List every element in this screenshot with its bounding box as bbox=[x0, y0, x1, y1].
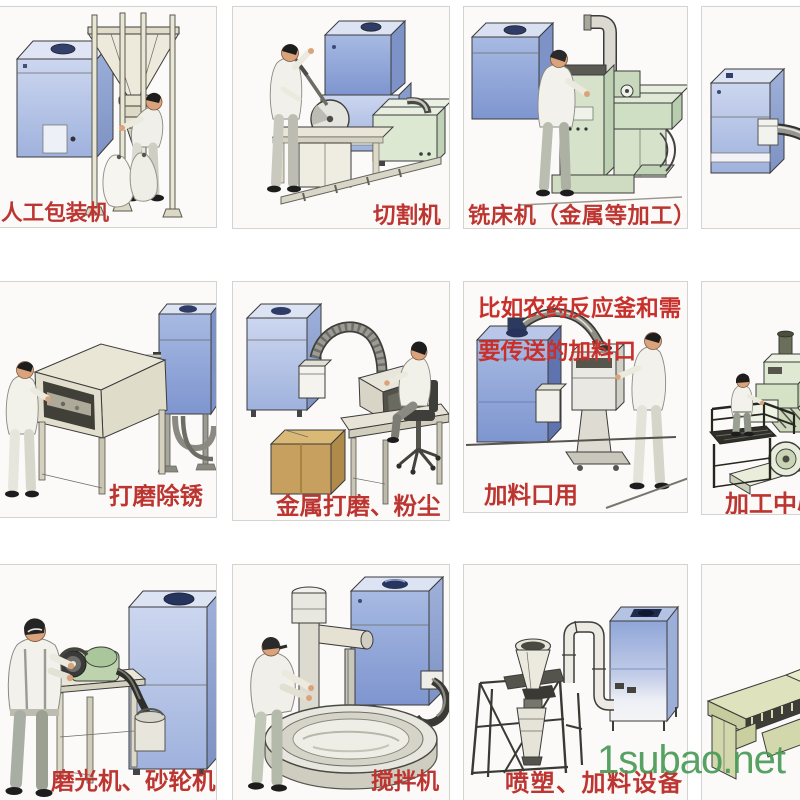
spray-feeding-illustration bbox=[470, 605, 680, 778]
grinding-booth bbox=[33, 343, 168, 495]
scene-label: 金属打磨、粉尘 bbox=[276, 493, 441, 519]
dust-collector bbox=[709, 67, 786, 175]
scene-note: 比如农药反应釜和需 要传送的加料口 bbox=[478, 287, 681, 373]
scene-polisher-grinder: 磨光机、砂轮机 bbox=[0, 564, 217, 800]
scene-label: 切割机 bbox=[373, 203, 441, 228]
worker bbox=[730, 373, 765, 437]
dust-collector bbox=[245, 302, 323, 417]
mixing-bowl bbox=[264, 704, 438, 790]
manual-packing-illustration bbox=[15, 12, 183, 218]
scene-metal-grinding: 金属打磨、粉尘 bbox=[232, 281, 450, 521]
scene-cutting-machine: 切割机 bbox=[232, 6, 450, 229]
feeder-machine bbox=[565, 342, 631, 471]
piping bbox=[562, 620, 614, 711]
feeding-port-illustration bbox=[465, 308, 687, 509]
machining-center-illustration bbox=[709, 330, 800, 495]
grinding-derusting-illustration bbox=[5, 303, 216, 498]
dust-collector bbox=[153, 303, 216, 473]
scene-label: 加工中心 bbox=[725, 491, 800, 515]
note-line-2: 要传送的加料口 bbox=[478, 339, 637, 364]
metal-grinding-illustration bbox=[245, 302, 449, 505]
suction-hose bbox=[757, 118, 800, 146]
dust-collector-illustration bbox=[709, 67, 800, 175]
scene-label: 铣床机（金属等加工） bbox=[468, 203, 688, 228]
worker bbox=[5, 618, 75, 797]
floor-line bbox=[519, 196, 683, 206]
funnel bbox=[503, 638, 565, 766]
connecting-pipe-highlight bbox=[406, 98, 429, 112]
scene-manual-packing: 人工包装机 bbox=[0, 6, 217, 228]
worker bbox=[248, 637, 314, 792]
milling-machine-illustration bbox=[470, 14, 687, 206]
scene-label: 打磨除锈 bbox=[109, 483, 203, 509]
support-frame bbox=[84, 12, 183, 218]
scene-label: 喷塑、加料设备 bbox=[505, 770, 684, 797]
polisher-grinder-illustration bbox=[5, 590, 216, 797]
worker bbox=[615, 332, 670, 490]
scene-milling-machine: 铣床机（金属等加工） bbox=[463, 6, 688, 229]
floor-edge bbox=[605, 477, 687, 509]
worker bbox=[536, 49, 590, 197]
scene-dust-collector-unit bbox=[701, 6, 800, 229]
outlet-container bbox=[534, 383, 568, 423]
scene-grinding-derusting: 打磨除锈 bbox=[0, 281, 217, 518]
work-table bbox=[706, 669, 800, 780]
worker bbox=[384, 341, 432, 443]
scene-worktable bbox=[701, 564, 800, 800]
scene-label: 磨光机、砂轮机 bbox=[51, 768, 216, 794]
hose-and-bucket bbox=[115, 667, 166, 752]
exhaust-pipe bbox=[583, 14, 617, 75]
worktable-illustration bbox=[706, 669, 800, 780]
flex-hose bbox=[309, 321, 388, 375]
mixer-illustration bbox=[248, 575, 449, 792]
scene-feeding-port: 比如农药反应釜和需 要传送的加料口 加料口用 bbox=[463, 281, 688, 513]
floor-line bbox=[465, 436, 677, 446]
scene-label: 人工包装机 bbox=[1, 200, 109, 225]
cardboard-box bbox=[269, 428, 347, 496]
watermark: 1subao.net bbox=[597, 738, 786, 782]
worker bbox=[267, 44, 314, 193]
scene-mixer: 搅拌机 bbox=[232, 564, 450, 800]
dust-collector bbox=[15, 39, 115, 159]
scene-label: 加料口用 bbox=[484, 482, 578, 508]
dust-collector bbox=[608, 605, 680, 731]
cutting-machine-illustration bbox=[267, 19, 449, 205]
bags bbox=[102, 152, 158, 208]
rail bbox=[280, 156, 442, 205]
scene-label: 搅拌机 bbox=[371, 768, 440, 794]
note-line-1: 比如农药反应釜和需 bbox=[478, 296, 682, 321]
worker bbox=[5, 361, 51, 498]
scene-machining-center: 加工中心 bbox=[701, 281, 800, 515]
collection-container bbox=[297, 359, 333, 399]
scene-spray-feeding: 喷塑、加料设备 bbox=[463, 564, 688, 800]
